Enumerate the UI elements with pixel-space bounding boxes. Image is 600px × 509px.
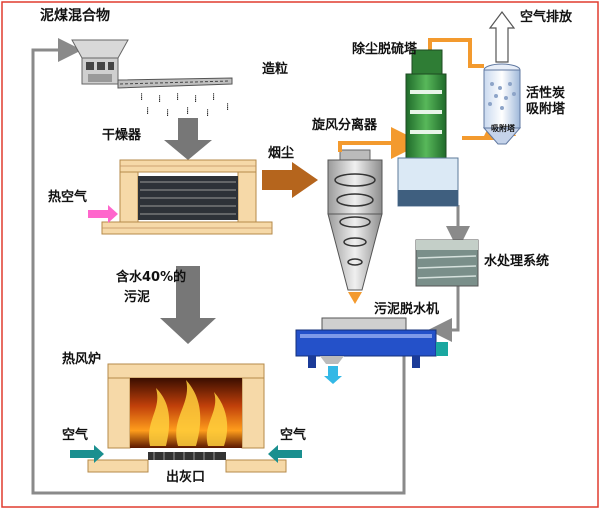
svg-text:⁞: ⁞ [176, 92, 179, 103]
return-flow-line [31, 38, 406, 495]
label-desulfurization-tower: 除尘脱硫塔 [352, 42, 418, 57]
svg-text:⁞: ⁞ [166, 108, 169, 119]
water-to-dewater-line [428, 270, 460, 342]
label-activated-carbon-line1: 活性炭 [526, 86, 566, 101]
svg-text:⁞: ⁞ [226, 102, 229, 113]
granulation-conveyor [117, 77, 233, 89]
dryer [101, 159, 273, 235]
sludge-dewatering-machine [295, 317, 448, 368]
svg-text:⁞: ⁞ [186, 106, 189, 117]
svg-text:⁞: ⁞ [206, 108, 209, 119]
arrow-to-furnace [160, 266, 216, 344]
label-activated-carbon-line2: 吸附塔 [526, 102, 566, 117]
cyclone-to-tower-pipe [338, 127, 423, 159]
air-left-arrow [70, 445, 104, 463]
cyclone [327, 149, 383, 304]
label-sludge-water-line1: 含水40%的 [116, 270, 187, 285]
label-sludge-water-line2: 污泥 [124, 290, 151, 305]
water-out-arrow [324, 366, 342, 384]
label-smoke-dust: 烟尘 [268, 146, 295, 161]
label-water-treatment: 水处理系统 [484, 254, 550, 269]
desulfurization-tower [397, 49, 459, 207]
granule-drops: ⁞ ⁞ ⁞ ⁞ ⁞ ⁞ ⁞ ⁞ ⁞ ⁞ [140, 92, 229, 119]
label-mud-coal-mix: 泥煤混合物 [40, 8, 110, 24]
air-right-arrow [268, 445, 302, 463]
label-dryer: 干燥器 [102, 128, 142, 143]
label-air-right: 空气 [280, 428, 307, 443]
tower-to-adsorber-pipe [428, 38, 484, 68]
label-hot-air-furnace: 热风炉 [62, 352, 102, 367]
label-ash-outlet: 出灰口 [166, 470, 206, 485]
hot-air-furnace [87, 363, 287, 473]
label-granulation: 造粒 [262, 62, 289, 77]
label-hot-air: 热空气 [48, 190, 88, 205]
svg-text:⁞: ⁞ [194, 94, 197, 105]
svg-text:⁞: ⁞ [212, 92, 215, 103]
hopper [71, 39, 129, 85]
svg-text:⁞: ⁞ [140, 92, 143, 103]
air-discharge-arrow [488, 11, 516, 63]
activated-carbon-tower [482, 63, 522, 145]
label-cyclone: 旋风分离器 [312, 118, 378, 133]
svg-text:⁞: ⁞ [146, 106, 149, 117]
label-adsorption-tag: 吸附塔 [491, 124, 515, 133]
arrow-to-dryer [164, 118, 212, 160]
label-air-discharge: 空气排放 [520, 10, 573, 25]
label-sludge-dewater: 污泥脱水机 [374, 302, 440, 317]
water-treatment-photo [415, 239, 479, 287]
label-air-left: 空气 [62, 428, 89, 443]
hot-air-arrow [88, 205, 118, 223]
smoke-dust-arrow [262, 162, 318, 198]
svg-text:⁞: ⁞ [158, 94, 161, 105]
